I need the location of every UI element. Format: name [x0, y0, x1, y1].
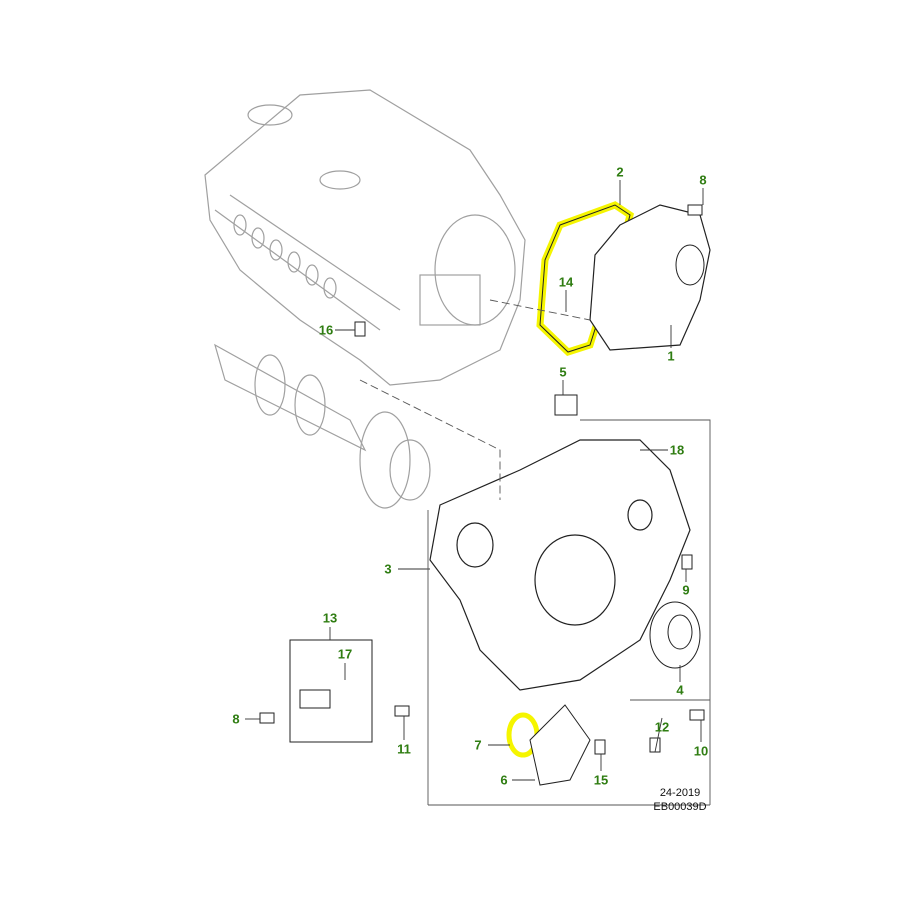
illustration-id: EB00039D — [653, 801, 707, 813]
callout-1[interactable]: 1 — [667, 348, 675, 364]
access-cover — [529, 704, 591, 786]
date-code: 24-2019 — [659, 787, 701, 799]
rear-cover — [589, 204, 711, 351]
callout-2[interactable]: 2 — [616, 164, 624, 180]
callout-9[interactable]: 9 — [682, 582, 690, 598]
callout-5[interactable]: 5 — [559, 364, 567, 380]
reference-block: 24-2019 EB00039D — [640, 786, 720, 814]
callout-14[interactable]: 14 — [558, 274, 574, 290]
engine-block — [204, 89, 526, 386]
callout-13[interactable]: 13 — [322, 610, 338, 626]
callout-8-left[interactable]: 8 — [232, 711, 240, 727]
callout-15[interactable]: 15 — [593, 772, 609, 788]
callout-6[interactable]: 6 — [500, 772, 508, 788]
sensor-group-box — [289, 639, 373, 743]
callout-3[interactable]: 3 — [384, 561, 392, 577]
callout-7[interactable]: 7 — [474, 737, 482, 753]
flywheel-housing — [429, 439, 691, 691]
callout-11[interactable]: 11 — [397, 741, 411, 757]
callout-18[interactable]: 18 — [669, 442, 685, 458]
bushing — [554, 394, 578, 416]
leader-lines — [245, 180, 711, 806]
callout-12[interactable]: 12 — [654, 719, 670, 735]
callout-16[interactable]: 16 — [318, 322, 334, 338]
callout-8-top[interactable]: 8 — [699, 172, 707, 188]
callout-4[interactable]: 4 — [676, 682, 684, 698]
crankshaft — [214, 343, 431, 509]
callout-17[interactable]: 17 — [337, 646, 353, 662]
bolts — [259, 204, 705, 755]
callout-10[interactable]: 10 — [693, 743, 709, 759]
oil-seal — [649, 601, 701, 669]
